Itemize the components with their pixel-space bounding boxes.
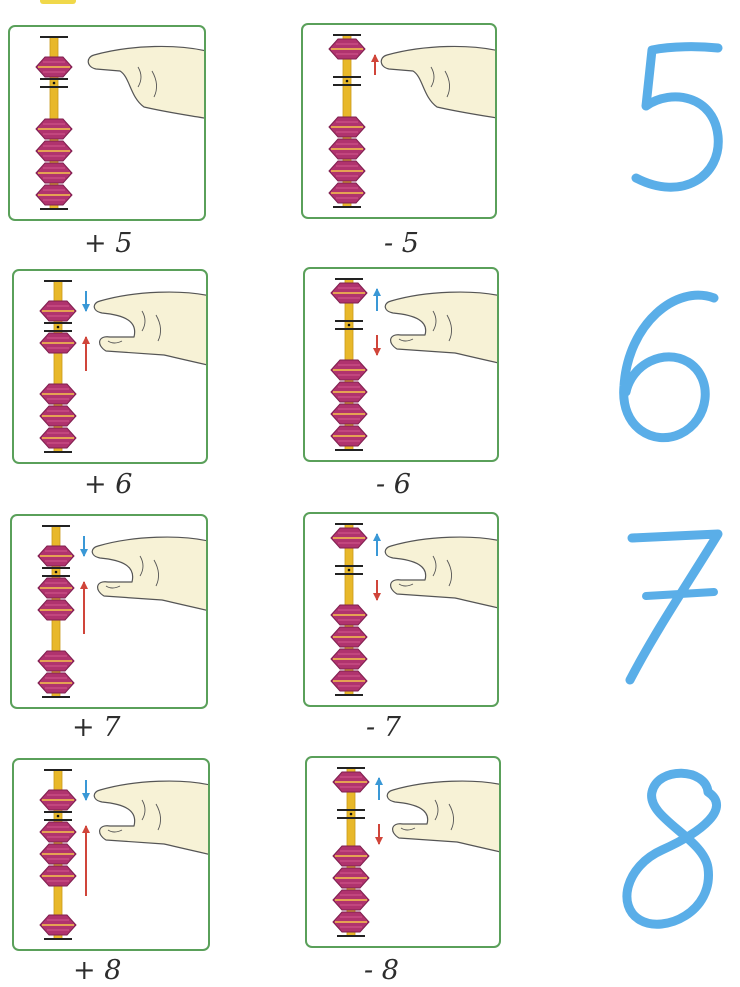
abacus-bead: [40, 428, 76, 448]
move-arrow: [371, 54, 379, 75]
finger-hand: [385, 537, 497, 618]
caption-plus-5: + 5: [84, 228, 132, 259]
abacus-bead: [40, 406, 76, 426]
abacus-bead: [331, 360, 367, 380]
caption-minus-7: - 7: [366, 712, 401, 743]
caption-plus-7: + 7: [72, 712, 120, 743]
abacus-bead: [331, 283, 367, 303]
move-arrow: [373, 580, 381, 601]
abacus-bead: [329, 183, 365, 203]
abacus-illustration: [305, 514, 497, 705]
caption-minus-6: - 6: [376, 469, 411, 500]
abacus-illustration: [10, 27, 204, 219]
abacus-bead: [40, 301, 76, 321]
abacus-bead: [38, 600, 74, 620]
abacus-bead: [40, 866, 76, 886]
abacus-bead: [40, 790, 76, 810]
abacus-bead: [40, 822, 76, 842]
abacus-illustration: [305, 269, 497, 460]
abacus-bead: [331, 605, 367, 625]
abacus-bead: [329, 161, 365, 181]
abacus-bead: [36, 119, 72, 139]
abacus-bead: [36, 141, 72, 161]
abacus-bead: [329, 39, 365, 59]
divider-dot: [57, 326, 60, 329]
abacus-bead: [40, 333, 76, 353]
abacus-bead: [36, 57, 72, 77]
abacus-bead: [333, 890, 369, 910]
finger-hand: [387, 781, 499, 862]
caption-plus-8: + 8: [73, 955, 121, 986]
move-arrow: [373, 533, 381, 556]
divider-dot: [350, 813, 353, 816]
abacus-illustration: [307, 758, 499, 946]
divider-dot: [346, 80, 349, 83]
finger-hand: [88, 46, 204, 125]
caption-minus-8: - 8: [364, 955, 399, 986]
divider-dot: [53, 82, 56, 85]
abacus-bead: [329, 117, 365, 137]
abacus-bead: [333, 868, 369, 888]
abacus-bead: [331, 627, 367, 647]
digit-8: [610, 762, 740, 937]
abacus-bead: [333, 846, 369, 866]
abacus-bead: [333, 912, 369, 932]
move-arrow: [80, 581, 88, 634]
digit-5: [610, 30, 730, 200]
abacus-bead: [38, 673, 74, 693]
abacus-bead: [38, 651, 74, 671]
abacus-card: [12, 269, 208, 464]
divider-dot: [57, 815, 60, 818]
abacus-bead: [40, 915, 76, 935]
abacus-bead: [329, 139, 365, 159]
move-arrow: [375, 777, 383, 800]
abacus-bead: [331, 404, 367, 424]
abacus-bead: [331, 671, 367, 691]
abacus-bead: [331, 649, 367, 669]
digit-7: [610, 520, 730, 690]
caption-plus-6: + 6: [84, 469, 132, 500]
abacus-bead: [331, 426, 367, 446]
caption-minus-5: - 5: [384, 228, 419, 259]
top-yellow-mark: [40, 0, 76, 4]
move-arrow: [373, 335, 381, 356]
move-arrow: [82, 825, 90, 896]
finger-hand: [94, 292, 206, 375]
abacus-illustration: [303, 25, 495, 217]
finger-hand: [381, 46, 495, 125]
divider-dot: [55, 571, 58, 574]
finger-hand: [385, 292, 497, 373]
move-arrow: [82, 780, 90, 801]
abacus-bead: [38, 578, 74, 598]
abacus-bead: [36, 163, 72, 183]
abacus-bead: [331, 528, 367, 548]
finger-hand: [92, 537, 206, 620]
divider-dot: [348, 569, 351, 572]
digit-6: [610, 278, 730, 448]
abacus-card: [303, 267, 499, 462]
abacus-card: [10, 514, 208, 709]
abacus-bead: [40, 384, 76, 404]
abacus-card: [8, 25, 206, 221]
abacus-bead: [38, 546, 74, 566]
abacus-bead: [36, 185, 72, 205]
abacus-card: [303, 512, 499, 707]
abacus-bead: [331, 382, 367, 402]
move-arrow: [375, 824, 383, 845]
divider-dot: [348, 324, 351, 327]
abacus-illustration: [14, 271, 206, 462]
move-arrow: [82, 291, 90, 312]
move-arrow: [373, 288, 381, 311]
abacus-card: [301, 23, 497, 219]
abacus-illustration: [14, 760, 208, 949]
abacus-card: [12, 758, 210, 951]
abacus-bead: [333, 772, 369, 792]
move-arrow: [82, 336, 90, 371]
abacus-illustration: [12, 516, 206, 707]
move-arrow: [80, 536, 88, 557]
abacus-card: [305, 756, 501, 948]
abacus-bead: [40, 844, 76, 864]
finger-hand: [94, 781, 208, 864]
